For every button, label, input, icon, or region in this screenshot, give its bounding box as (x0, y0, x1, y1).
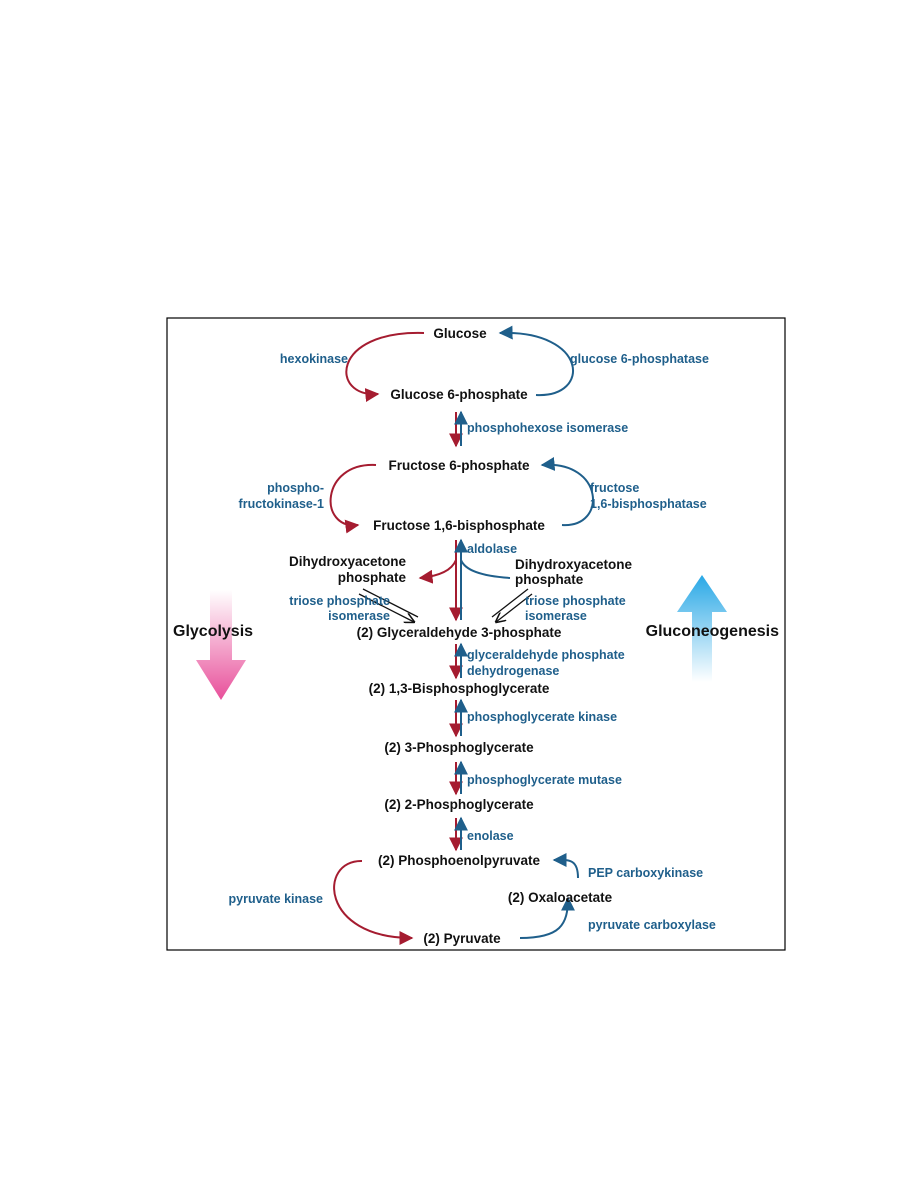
pathway-label-glycolysis: Glycolysis (173, 623, 253, 640)
metabolite-oxaloacetate: (2) Oxaloacetate (508, 890, 613, 905)
enzyme-pfk-line1: phospho- (267, 481, 324, 495)
pathway-label-gluconeogenesis: Gluconeogenesis (646, 623, 779, 640)
enzyme-gapdh-line2: dehydrogenase (467, 664, 559, 678)
enzyme-phosphohexose-isomerase: phosphohexose isomerase (467, 421, 628, 435)
metabolite-phosphoenolpyruvate: (2) Phosphoenolpyruvate (378, 853, 541, 868)
metabolite-3-phosphoglycerate: (2) 3-Phosphoglycerate (384, 740, 534, 755)
pyruvate-carboxylase-arrow (519, 896, 575, 939)
hexokinase-arrow (345, 331, 425, 403)
metabolite-pyruvate: (2) Pyruvate (423, 931, 501, 946)
aldolase-to-dhap-right-arrow (460, 559, 511, 579)
enzyme-enolase: enolase (467, 829, 514, 843)
metabolite-fructose-1-6-bisphosphate: Fructose 1,6-bisphosphate (373, 518, 545, 533)
diagram-frame (166, 317, 786, 951)
enzyme-phosphoglycerate-kinase: phosphoglycerate kinase (467, 710, 617, 724)
reversible-arrow-pgm (449, 760, 468, 796)
enzyme-gapdh-line1: glyceraldehyde phosphate (467, 648, 625, 662)
enzyme-pyruvate-kinase: pyruvate kinase (229, 892, 324, 906)
enzyme-fbpase-line2: 1,6-bisphosphatase (590, 497, 707, 511)
metabolite-1-3-bisphosphoglycerate: (2) 1,3-Bisphosphoglycerate (369, 681, 550, 696)
enzyme-tpi-left-line2: isomerase (328, 609, 390, 623)
metabolite-dhap-left-line2: phosphate (338, 570, 407, 585)
reversible-arrow-aldolase (449, 538, 468, 622)
enzyme-phosphoglycerate-mutase: phosphoglycerate mutase (467, 773, 622, 787)
tpi-right-arrow (491, 588, 533, 622)
metabolite-dhap-left-line1: Dihydroxyacetone (289, 554, 407, 569)
pfk-arrow (329, 463, 377, 534)
metabolite-glyceraldehyde-3-phosphate: (2) Glyceraldehyde 3-phosphate (357, 625, 562, 640)
metabolite-glucose: Glucose (433, 326, 487, 341)
reversible-arrow-pgk (449, 698, 468, 738)
enzyme-pfk-line2: fructokinase-1 (239, 497, 324, 511)
pep-carboxykinase-arrow (552, 852, 579, 879)
glycolysis-arrow (196, 590, 246, 700)
metabolite-2-phosphoglycerate: (2) 2-Phosphoglycerate (384, 797, 534, 812)
enzyme-aldolase: aldolase (467, 542, 517, 556)
reversible-arrow-g6p-f6p (449, 410, 468, 448)
tpi-left-arrow (358, 588, 419, 622)
glucose-6-phosphatase-arrow (498, 325, 574, 397)
enzyme-fbpase-line1: fructose (590, 481, 639, 495)
metabolite-fructose-6-phosphate: Fructose 6-phosphate (388, 458, 530, 473)
enzyme-tpi-right-line1: triose phosphate (525, 594, 626, 608)
metabolite-glucose-6-phosphate: Glucose 6-phosphate (390, 387, 528, 402)
reversible-arrow-gapdh (449, 642, 468, 680)
metabolite-dhap-right-line2: phosphate (515, 572, 584, 587)
aldolase-to-dhap-left-arrow (418, 559, 457, 584)
gluconeogenesis-arrow (677, 575, 727, 682)
pyruvate-kinase-arrow (333, 859, 414, 945)
fbpase-arrow (540, 457, 594, 527)
enzyme-pyruvate-carboxylase: pyruvate carboxylase (588, 918, 716, 932)
enzyme-tpi-right-line2: isomerase (525, 609, 587, 623)
reversible-arrow-enolase (449, 816, 468, 852)
metabolite-dhap-right-line1: Dihydroxyacetone (515, 557, 633, 572)
enzyme-glucose-6-phosphatase: glucose 6-phosphatase (570, 352, 709, 366)
enzyme-hexokinase: hexokinase (280, 352, 348, 366)
enzyme-pep-carboxykinase: PEP carboxykinase (588, 866, 703, 880)
enzyme-tpi-left-line1: triose phosphate (289, 594, 390, 608)
